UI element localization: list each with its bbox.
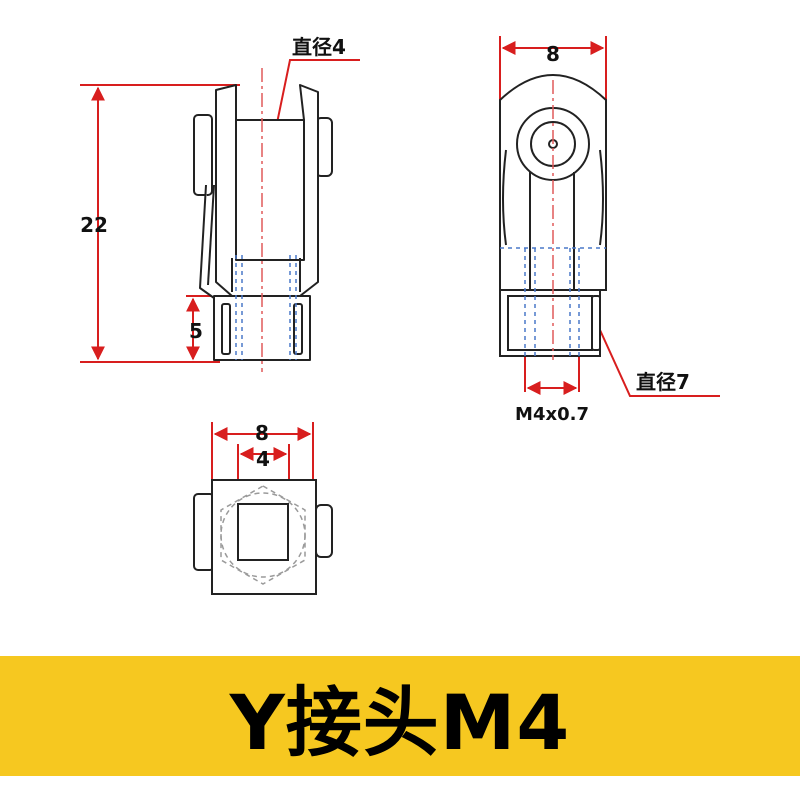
top-slot-width-label: 4 xyxy=(256,447,270,471)
front-view-hidden-lines xyxy=(500,247,606,356)
top-outer-width-label: 8 xyxy=(255,421,269,445)
title-banner: Y接头M4 xyxy=(0,656,800,776)
top-view-body xyxy=(193,479,333,595)
pin-diameter-label: 直径4 xyxy=(292,35,346,59)
height-label: 22 xyxy=(80,213,108,237)
hex-diameter-label: 直径7 xyxy=(636,370,690,394)
side-view: 22 5 直径4 xyxy=(80,35,360,372)
hex-diameter-leader xyxy=(599,329,720,397)
top-view: 8 4 xyxy=(193,421,333,595)
thread-length-label: 5 xyxy=(189,319,203,343)
thread-length-dimension xyxy=(186,295,214,363)
side-view-hidden-lines xyxy=(235,255,297,360)
thread-label: M4x0.7 xyxy=(515,404,589,425)
top-view-hidden-hex xyxy=(220,485,306,585)
front-width-dimension xyxy=(499,36,607,100)
pin-diameter-leader xyxy=(275,59,360,129)
thread-dimension xyxy=(524,356,580,395)
front-width-label: 8 xyxy=(546,42,560,66)
product-title: Y接头M4 xyxy=(229,678,571,767)
front-view: 8 M4x0.7 直径7 xyxy=(499,36,720,425)
side-view-body xyxy=(193,84,333,361)
